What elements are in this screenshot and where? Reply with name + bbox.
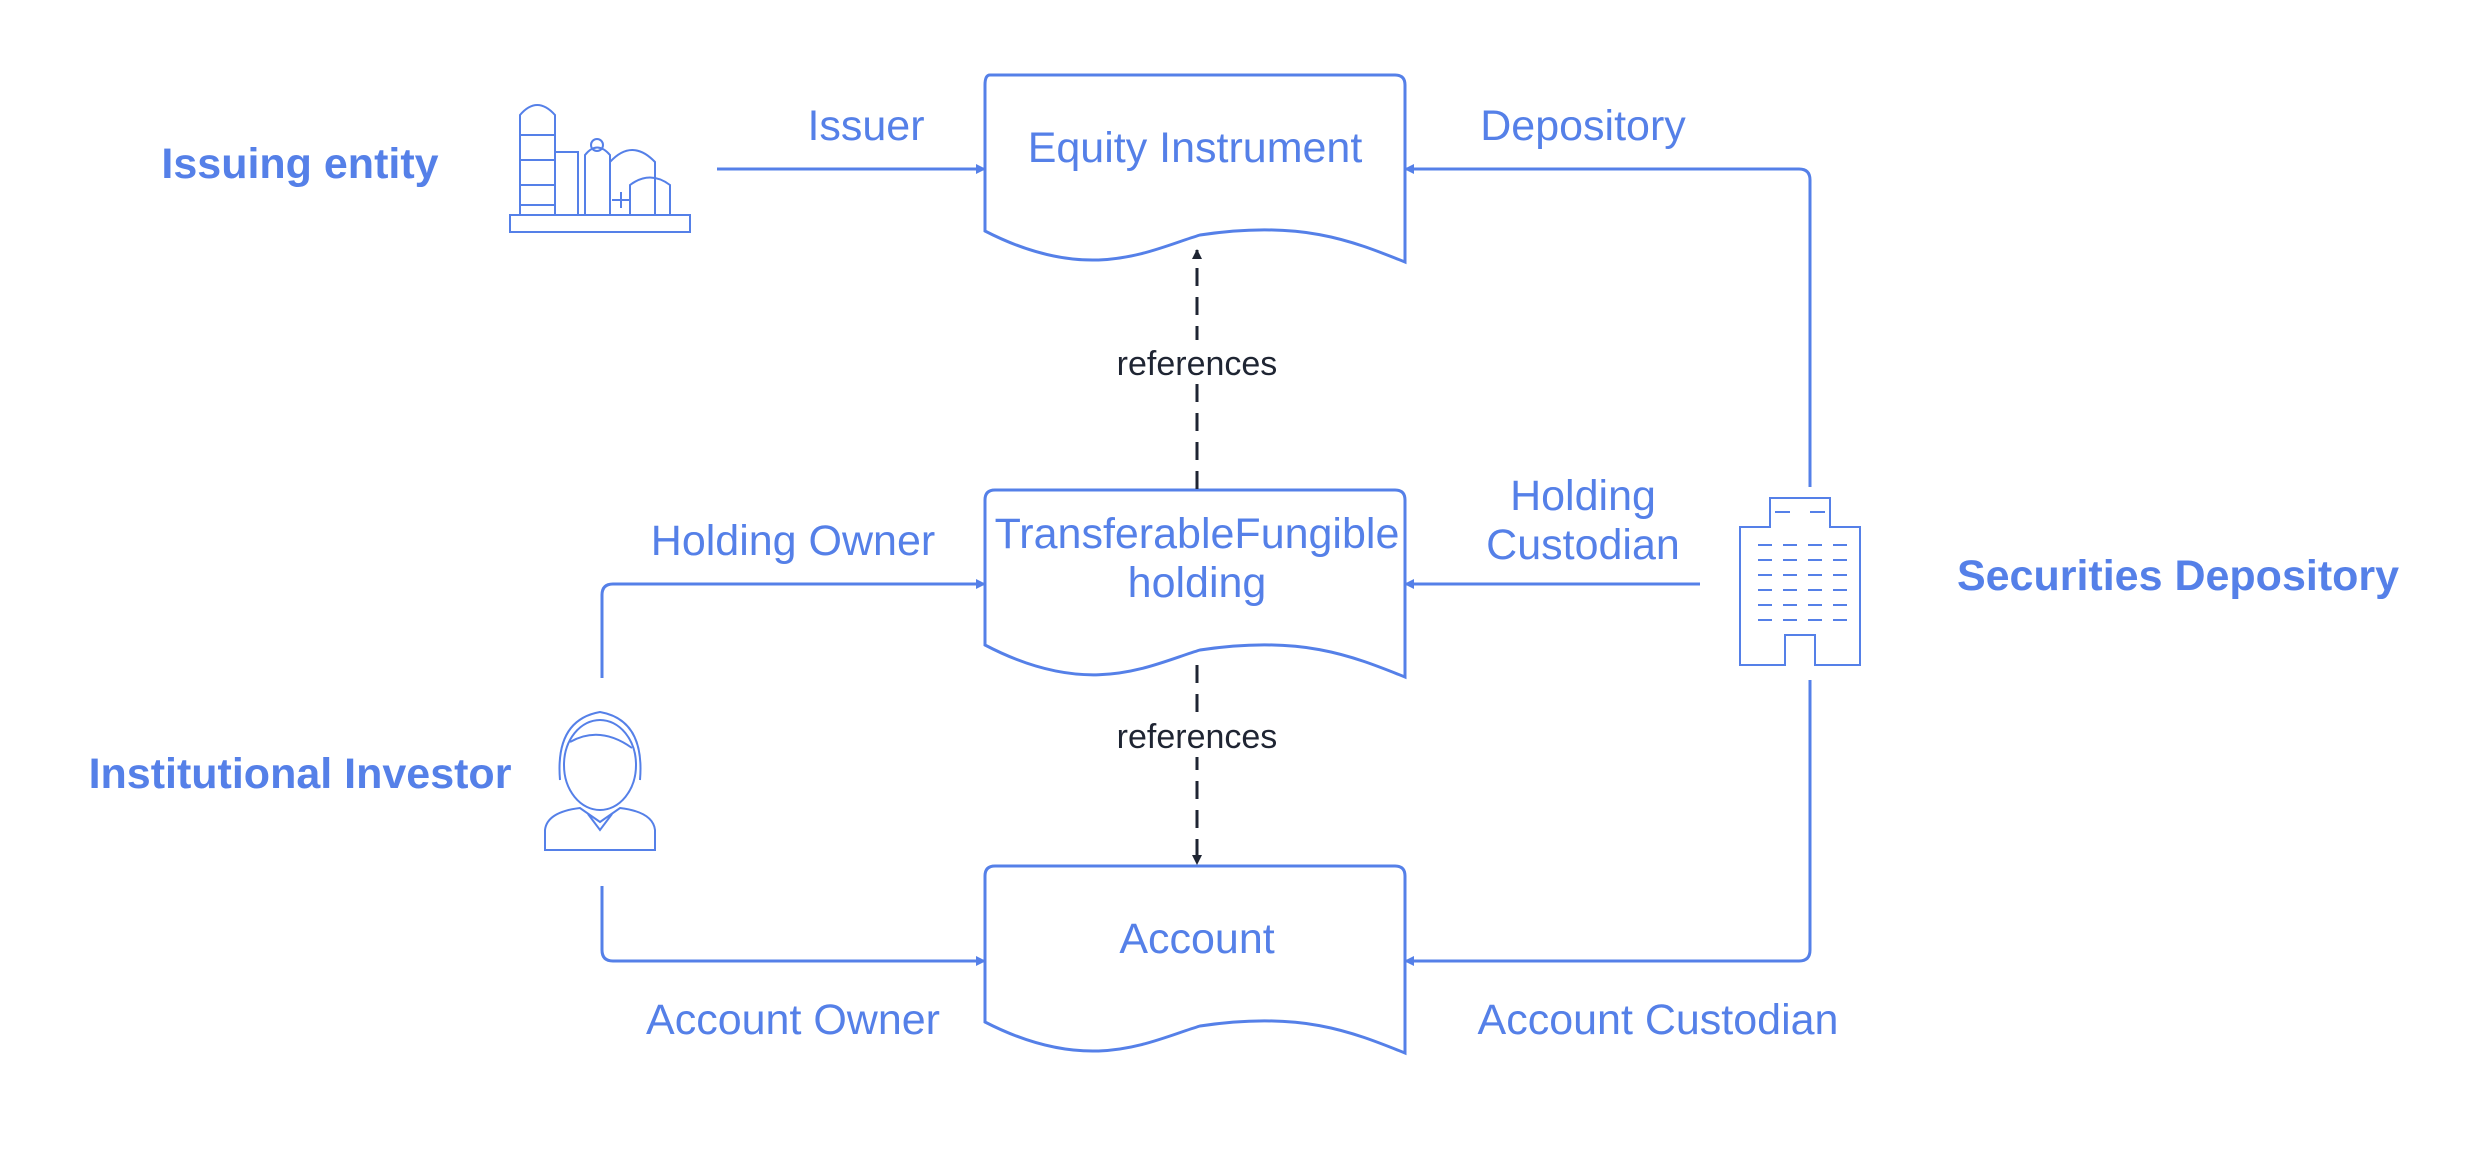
institutional-investor-label: Institutional Investor [89,750,512,798]
holding-label-line2: holding [1128,559,1267,607]
account-custodian-label: Account Custodian [1478,996,1839,1044]
holding-custodian-label-line2: Custodian [1486,521,1680,569]
equity-instrument-document[interactable]: Equity Instrument [983,73,1407,265]
equity-instrument-label: Equity Instrument [1028,124,1363,172]
references-upper-label: references [1117,345,1278,383]
holding-owner-arrow[interactable] [600,579,986,678]
account-custodian-arrow[interactable] [1404,680,1812,966]
person-icon [544,710,656,851]
account-owner-label: Account Owner [646,996,940,1044]
references-upper-label-bg [1112,340,1282,384]
office-building-icon [1739,497,1861,666]
references-lower-label: references [1117,718,1278,756]
holding-label-line1: TransferableFungible [995,510,1400,558]
depository-label: Depository [1480,102,1686,150]
account-owner-arrow[interactable] [600,886,986,966]
factory-icon [509,104,691,233]
references-lower-label-bg [1112,713,1282,757]
holding-custodian-label-line1: Holding [1510,472,1656,520]
holding-owner-label: Holding Owner [651,517,935,565]
issuing-entity-label: Issuing entity [161,140,438,188]
account-document[interactable]: Account [983,864,1407,1056]
issuer-label: Issuer [807,102,924,150]
holding-document[interactable]: TransferableFungible holding [983,488,1407,680]
account-label: Account [1119,915,1274,963]
securities-depository-label: Securities Depository [1957,552,2399,600]
depository-arrow[interactable] [1404,164,1812,487]
